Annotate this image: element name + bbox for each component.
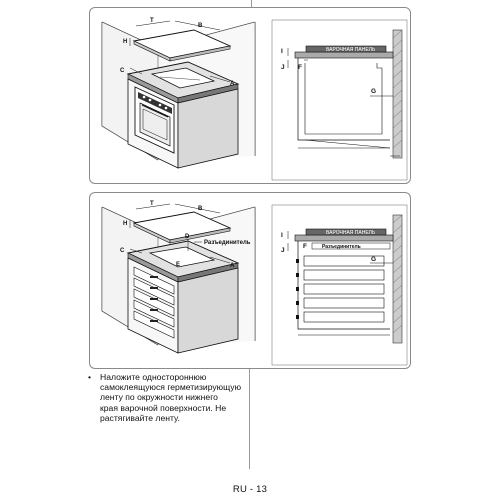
separator-label: Разъединитель [322,244,361,250]
note-text: Наложите одностороннюю самоклеящуюся гер… [100,372,242,423]
column-divider [249,369,250,469]
dim-c-label: C [120,68,125,74]
dim-j-label: J [281,64,285,71]
dim-a-label: A [230,263,235,269]
top-marker-line [251,0,252,7]
dim-i-label: I [281,232,283,239]
hob-label: ВАРОЧНАЯ ПАНЕЛЬ [326,47,376,53]
separator-label: Разъединитель [204,240,251,246]
dim-b-label: B [198,23,203,29]
dim-b-label: B [198,206,203,212]
dim-d-label: D [185,234,190,240]
drawer-cabinet-illustration: T B H D Разъединитель E C A [101,201,408,366]
installation-diagram-built-in-oven: T B H C A [89,7,411,184]
dim-c-label: C [120,248,125,254]
page-number: RU - 13 [232,484,268,495]
installation-diagram-drawer-cabinet: T B H D Разъединитель E C A [89,192,411,369]
dim-j-label: J [281,247,285,254]
installation-note: • Наложите одностороннюю самоклеящуюся г… [88,372,248,423]
dim-e-label: E [176,262,180,268]
dim-t-label: T [150,201,154,207]
dim-f-label: F [298,64,302,71]
dim-g-label: G [371,88,376,95]
dim-i-label: I [281,48,283,55]
dim-f-label: F [303,243,307,250]
hob-label: ВАРОЧНАЯ ПАНЕЛЬ [326,230,376,236]
oven-cabinet-illustration: T B H C A [101,18,408,181]
dim-a-label: A [230,81,235,87]
dim-h-label: H [123,221,127,227]
dim-t-label: T [150,18,154,24]
dim-g-label: G [371,256,376,263]
note-bullet: • [88,372,92,382]
dim-h-label: H [123,39,127,45]
